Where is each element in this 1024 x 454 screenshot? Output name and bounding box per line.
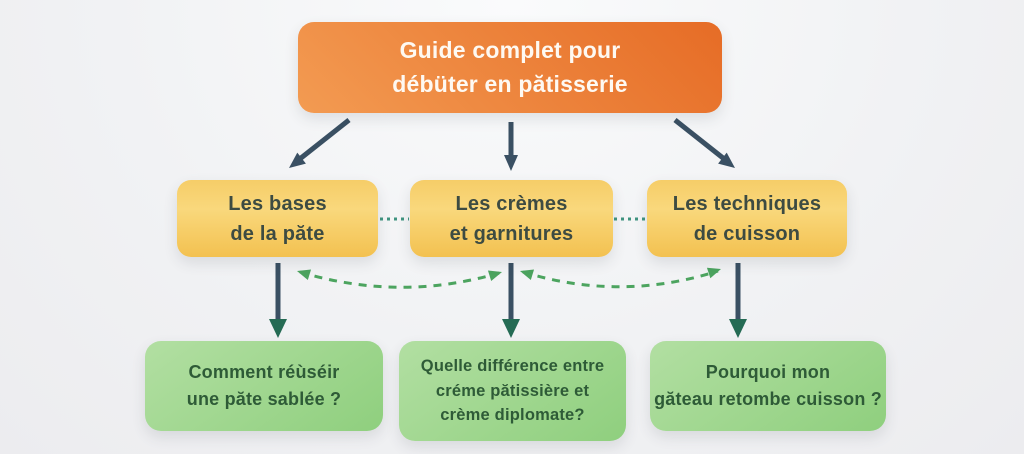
curved-cross-links: [297, 267, 721, 289]
curved-head-2-right: [706, 267, 721, 279]
curved-head-1-left: [297, 269, 312, 281]
arrows-branch-to-question: [269, 263, 747, 338]
node-branch-cremes-garnitures: Les crèmes et garnitures: [410, 180, 613, 257]
curved-head-2-left: [520, 269, 535, 281]
node-branch-1-label: Les bases de la păte: [228, 192, 327, 245]
arrows-root-to-branches: [289, 118, 735, 171]
node-question-creme-difference: Quelle différence entre créme pătissière…: [399, 341, 626, 441]
node-branch-2-label: Les crèmes et garnitures: [449, 192, 574, 245]
node-branch-3-label: Les techniques de cuisson: [672, 192, 822, 245]
arrowhead-root-to-branch-1: [289, 152, 306, 168]
curved-link-1-2: [299, 270, 500, 289]
node-question-pate-sablee: Comment réùséir une păte sablée ?: [145, 341, 383, 431]
arrowhead-branch-3: [729, 319, 747, 338]
arrow-root-to-branch-3: [673, 118, 725, 160]
node-question-gateau-retombe: Pourquoi mon găteau retombe cuisson ?: [650, 341, 886, 431]
arrowhead-root-to-branch-3: [718, 152, 735, 168]
arrowhead-root-to-branch-2: [504, 155, 518, 171]
arrow-root-to-branch-1: [299, 118, 351, 160]
curved-head-1-right: [487, 270, 502, 282]
node-question-2-label: Quelle différence entre créme pătissière…: [420, 356, 605, 425]
node-branch-bases-pate: Les bases de la păte: [177, 180, 378, 257]
node-question-3-label: Pourquoi mon găteau retombe cuisson ?: [654, 362, 882, 409]
node-root-label: Guide complet pour débüter en pătisserie: [392, 37, 628, 97]
arrowhead-branch-2: [502, 319, 520, 338]
arrowhead-branch-1: [269, 319, 287, 338]
node-root: Guide complet pour débüter en pătisserie: [298, 22, 722, 113]
node-branch-techniques-cuisson: Les techniques de cuisson: [647, 180, 847, 257]
curved-link-2-3: [522, 269, 719, 289]
node-question-1-label: Comment réùséir une păte sablée ?: [186, 362, 342, 409]
